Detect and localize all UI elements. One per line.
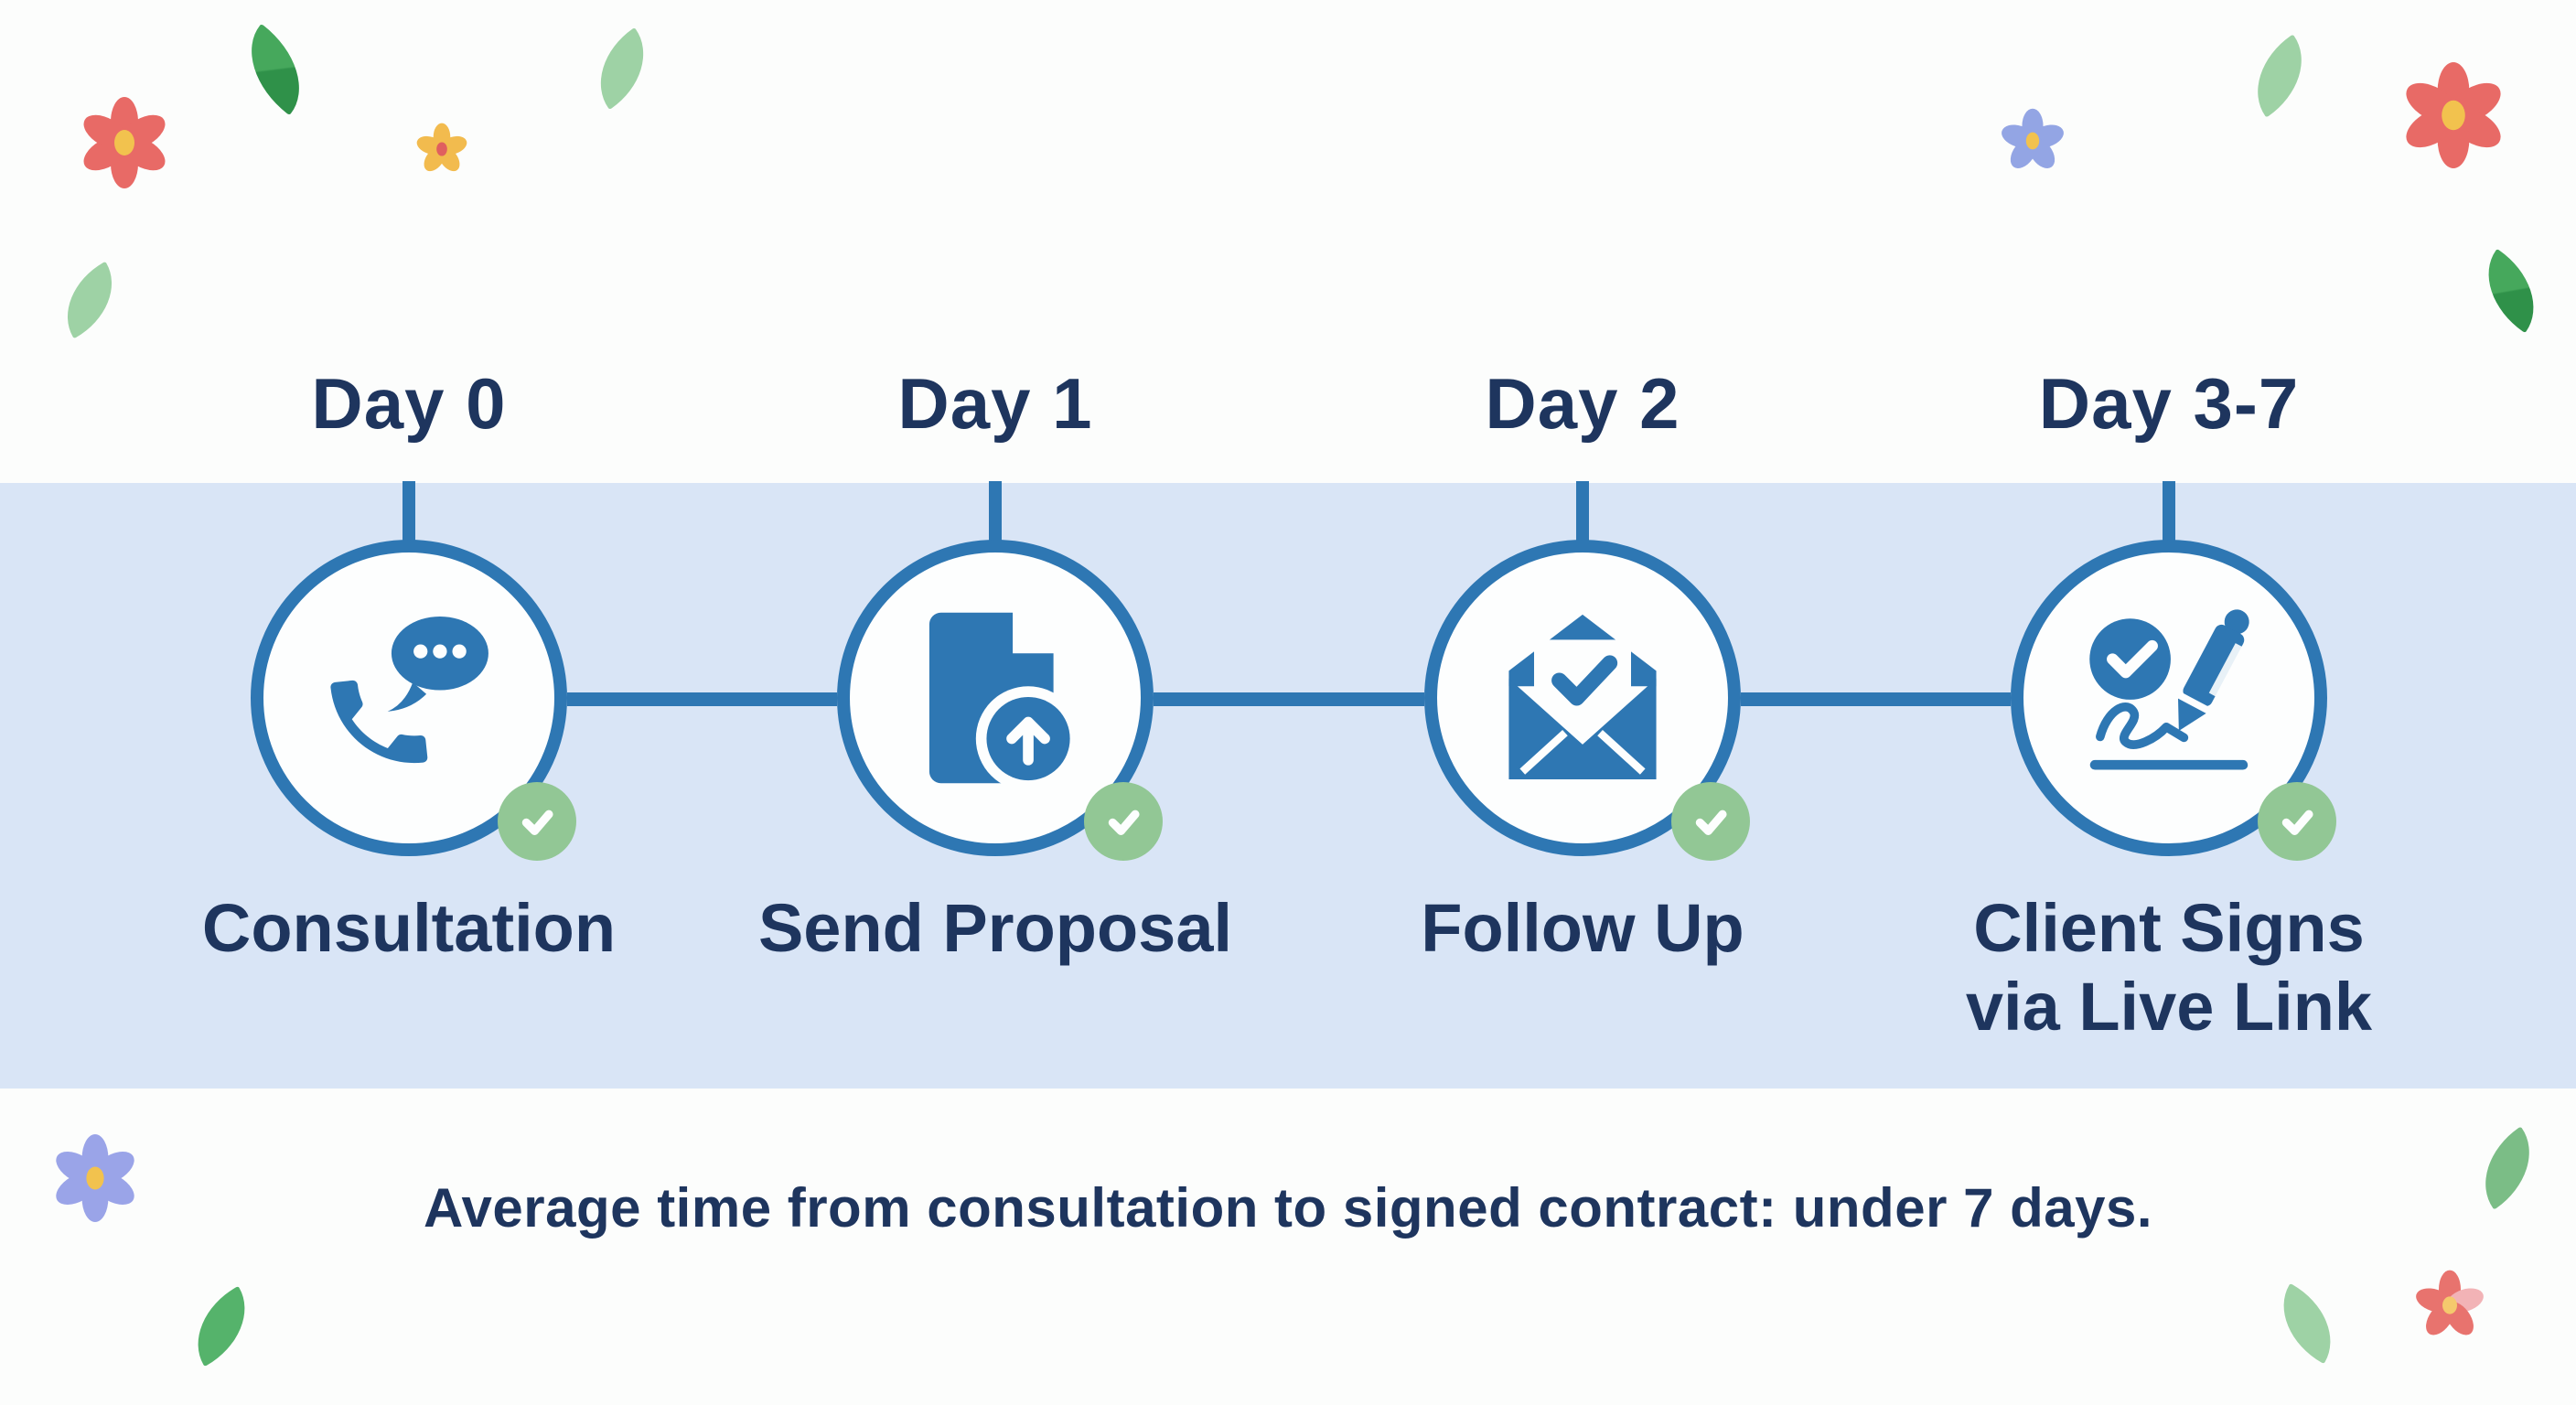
leaf-icon xyxy=(48,261,132,339)
check-badge xyxy=(2258,782,2336,861)
day-label-2: Day 2 xyxy=(1485,363,1680,444)
check-icon xyxy=(2281,810,2313,835)
step-label-line1: Client Signs xyxy=(1973,890,2365,966)
leaf-icon xyxy=(579,27,665,110)
document-upload-icon xyxy=(928,608,1081,791)
day-label-0: Day 0 xyxy=(311,363,507,444)
day-label-1: Day 1 xyxy=(897,363,1093,444)
envelope-check-icon xyxy=(1508,614,1657,780)
timeline-connector xyxy=(567,692,837,706)
day-label-3: Day 3-7 xyxy=(2038,363,2300,444)
leaf-icon xyxy=(227,23,324,116)
check-badge xyxy=(1671,782,1750,861)
step-label-line2: via Live Link xyxy=(1965,969,2373,1045)
step-label-send-proposal: Send Proposal xyxy=(757,890,1233,966)
check-icon xyxy=(1108,810,1140,835)
check-badge xyxy=(498,782,576,861)
caption: Average time from consultation to signed… xyxy=(423,1177,2153,1239)
step-label-consultation: Consultation xyxy=(201,890,617,966)
check-icon xyxy=(521,810,553,835)
signature-pen-icon xyxy=(2089,609,2249,770)
timeline-connector xyxy=(1154,692,1424,706)
leaf-icon xyxy=(2236,34,2324,118)
check-badge xyxy=(1084,782,1163,861)
step-node-follow-up xyxy=(1424,540,1741,856)
check-icon xyxy=(1695,810,1727,835)
leaf-icon xyxy=(2263,1282,2351,1365)
timeline-connector xyxy=(1741,692,2011,706)
step-label-client-signs: Client Signs via Live Link xyxy=(1858,889,2480,1046)
flower-red-icon xyxy=(83,97,166,188)
leaf-icon xyxy=(177,1285,265,1367)
flower-periwinkle-icon xyxy=(2002,108,2064,168)
phone-chat-icon xyxy=(330,616,488,764)
flower-purple-icon xyxy=(56,1134,134,1222)
flower-pink-icon xyxy=(2416,1270,2484,1335)
flower-red-icon xyxy=(2406,62,2501,168)
leaf-icon xyxy=(2466,248,2556,334)
step-label-follow-up: Follow Up xyxy=(1421,890,1744,966)
flower-yellow-icon xyxy=(416,123,467,172)
